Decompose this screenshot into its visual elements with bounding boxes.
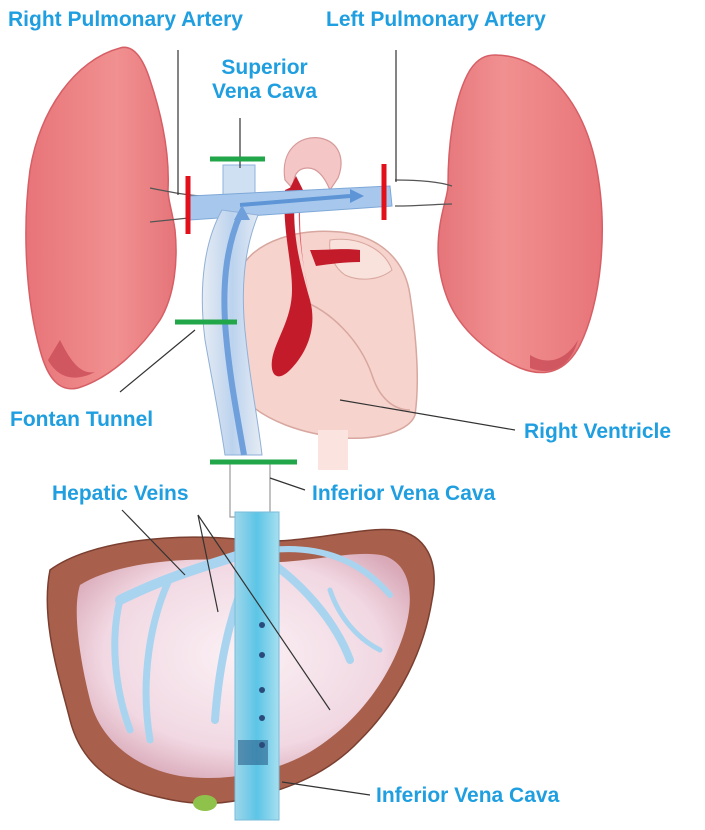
- label-inferior-vena-cava-lower: Inferior Vena Cava: [376, 784, 559, 808]
- label-left-pulmonary-artery: Left Pulmonary Artery: [326, 8, 546, 32]
- aorta: [284, 138, 341, 190]
- label-right-ventricle: Right Ventricle: [524, 420, 671, 444]
- label-superior-vena-cava-line2: Vena Cava: [212, 80, 317, 104]
- label-superior-vena-cava-line1: Superior: [212, 56, 317, 80]
- right-lung: [26, 47, 176, 388]
- label-fontan-tunnel: Fontan Tunnel: [10, 408, 153, 432]
- left-lung: [438, 55, 602, 373]
- ivc-liver-segment: [235, 512, 279, 820]
- label-hepatic-veins: Hepatic Veins: [52, 482, 189, 506]
- label-inferior-vena-cava-upper: Inferior Vena Cava: [312, 482, 495, 506]
- label-superior-vena-cava: Superior Vena Cava: [212, 56, 317, 104]
- label-right-pulmonary-artery: Right Pulmonary Artery: [8, 8, 243, 32]
